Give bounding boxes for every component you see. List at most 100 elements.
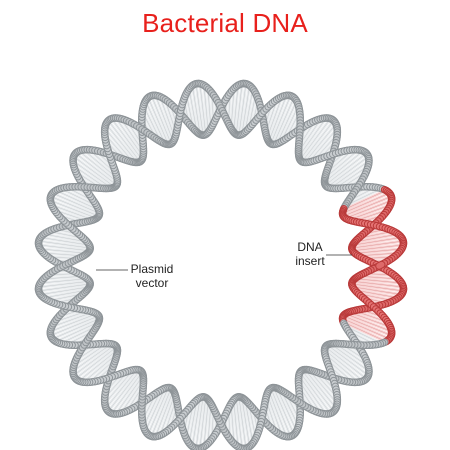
base-pair-edge [145, 100, 166, 144]
base-pair-edge [43, 289, 88, 299]
base-pair-edge [268, 390, 287, 437]
base-pair-edge [244, 399, 254, 444]
base-pair-edge [159, 96, 176, 139]
base-pair-edge [40, 278, 88, 284]
base-pair-edge [348, 311, 391, 328]
base-pair-edge [238, 396, 247, 449]
base-pair-edge [308, 369, 338, 404]
base-pair-edge [51, 311, 94, 328]
strand-b [376, 261, 385, 269]
diagram-title: Bacterial DNA [142, 8, 308, 38]
base-pair-edge [199, 397, 206, 449]
base-pair-edge [266, 96, 283, 139]
base-pair-edge [327, 156, 369, 188]
base-pair-edge [55, 321, 99, 342]
base-pair-edge [343, 321, 387, 342]
base-pair-edge [72, 160, 112, 189]
base-pair-edge [147, 97, 169, 145]
base-pair-edge [304, 369, 337, 409]
base-pair-edge [354, 278, 402, 284]
base-pair-edge [104, 369, 134, 404]
plasmid-vector-label: Plasmid vector [120, 262, 184, 290]
base-pair-edge [38, 283, 91, 292]
base-pair-edge [354, 289, 399, 299]
base-pair-edge [241, 85, 250, 135]
base-pair-edge [72, 343, 112, 372]
base-pair-edge [50, 196, 99, 217]
base-pair-edge [40, 248, 88, 254]
base-pair-edge [273, 97, 295, 145]
backbone-strands [34, 79, 408, 450]
base-pair-edge [52, 318, 100, 340]
base-pair-edge [352, 237, 402, 246]
base-pair-edge [348, 204, 391, 221]
base-pair-edge [324, 150, 364, 183]
base-pair-edge [308, 128, 338, 163]
base-pair-edge [145, 388, 166, 432]
base-pair-edge [241, 397, 250, 447]
base-pair-edge [324, 349, 364, 382]
base-pair-edge [298, 117, 327, 157]
base-pair-edge [50, 200, 97, 219]
dna-double-helix-ring [34, 79, 408, 450]
base-pair-edge [195, 83, 204, 136]
base-pair-edge [55, 190, 99, 211]
base-pair-edge [351, 240, 404, 249]
plasmid-vector-label-line2: vector [135, 276, 169, 290]
base-pair-edge [104, 128, 134, 163]
base-pair-edge [276, 100, 297, 144]
base-pair-edge [188, 399, 198, 444]
base-pair-edge [244, 88, 254, 133]
base-pair-edge [330, 160, 370, 189]
base-pair-edge [345, 313, 392, 332]
base-pair-edge [299, 372, 331, 414]
base-pair-edge [276, 388, 297, 432]
base-pair-edge [51, 204, 94, 221]
base-pair-edge [195, 396, 204, 449]
base-pair-edge [343, 315, 392, 336]
label-leader-lines [96, 254, 352, 271]
base-pair-edge [270, 388, 291, 437]
base-pair-edge [155, 390, 174, 437]
base-pair-edge [73, 156, 115, 188]
base-pair-edge [301, 120, 334, 162]
base-pair-edge [111, 118, 143, 160]
base-pair-edge [345, 200, 392, 219]
base-pair-edge [238, 83, 247, 136]
dna-insert-label: DNA insert [286, 240, 334, 268]
base-pairs [38, 83, 404, 449]
base-pair-edge [342, 192, 390, 214]
base-pair-edge [159, 393, 176, 436]
base-pair-edge [75, 346, 117, 379]
base-pair-edge [301, 370, 334, 412]
base-pair-edge [38, 240, 91, 249]
base-pair-edge [105, 123, 138, 163]
base-pair-edge [343, 196, 392, 217]
base-pair-edge [192, 85, 201, 135]
base-pair-edge [115, 375, 144, 415]
base-pair-edge [299, 118, 331, 160]
base-pair-edge [354, 233, 399, 243]
base-pair-edge [83, 353, 118, 383]
base-pair-edge [78, 349, 118, 382]
base-pair-edge [40, 286, 90, 295]
base-pair-edge [266, 393, 283, 436]
base-pair-edge [147, 387, 169, 435]
base-pair-edge [324, 149, 359, 179]
base-pair-edge [343, 190, 387, 211]
base-pair-edge [325, 346, 367, 379]
base-pair-edge [304, 123, 337, 163]
base-pair-edge [38, 281, 90, 288]
base-pair-edge [192, 397, 201, 447]
base-pair-edge [155, 95, 174, 142]
base-pair-edge [233, 85, 239, 133]
base-pair-edge [105, 369, 138, 409]
base-pair-edge [354, 248, 402, 254]
base-pair-edge [270, 95, 291, 144]
base-pair-edge [78, 150, 118, 183]
base-pair-edge [203, 399, 209, 447]
base-pair-edge [324, 353, 359, 383]
base-pair-edge [236, 397, 243, 449]
base-pair-edge [199, 83, 206, 135]
base-pair-edge [268, 95, 287, 142]
